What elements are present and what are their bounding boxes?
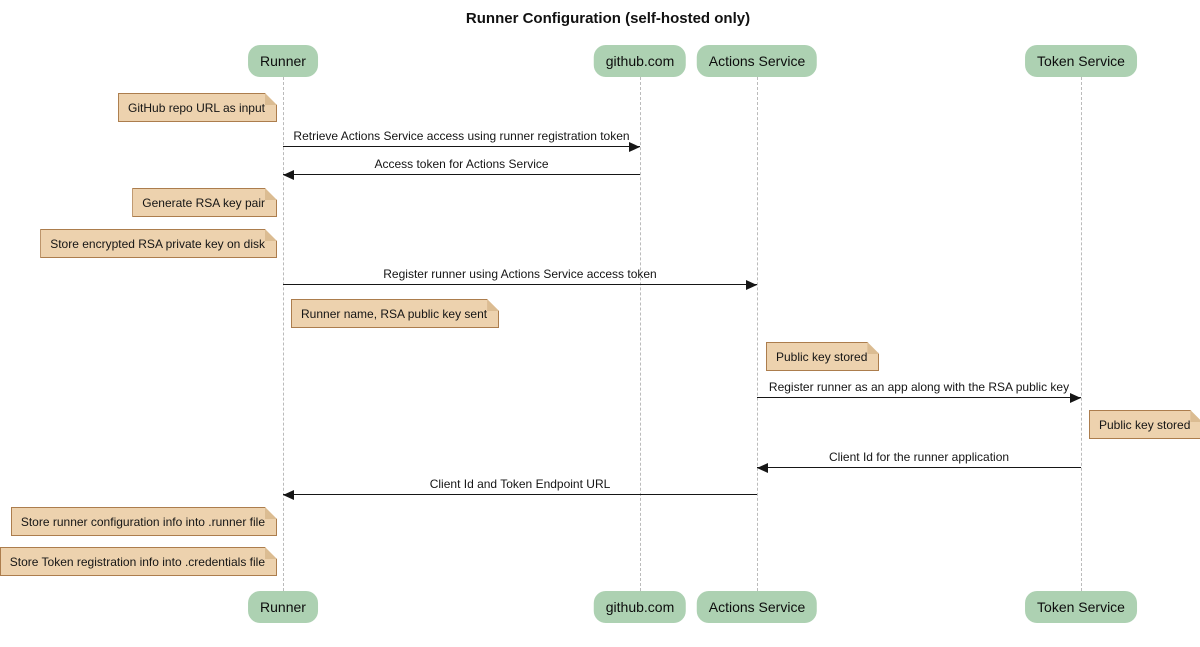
note-label: Store runner configuration info into .ru… xyxy=(20,514,265,529)
note-label: GitHub repo URL as input xyxy=(128,100,265,115)
note-fold-icon xyxy=(265,93,277,105)
participant-runner-bottom: Runner xyxy=(248,591,318,623)
lifeline-actions xyxy=(757,77,758,591)
note: Store Token registration info into .cred… xyxy=(0,547,277,576)
note-label: Generate RSA key pair xyxy=(142,195,265,210)
note-fold-icon xyxy=(265,507,277,519)
message-line xyxy=(283,494,757,495)
arrowhead-right-icon xyxy=(746,280,757,290)
participant-token-bottom: Token Service xyxy=(1025,591,1137,623)
note: Runner name, RSA public key sent xyxy=(291,299,499,328)
message-line xyxy=(757,397,1081,398)
message-label: Client Id for the runner application xyxy=(828,450,1010,464)
note-fold-icon xyxy=(265,188,277,200)
note: Store runner configuration info into .ru… xyxy=(11,507,277,536)
note-label: Public key stored xyxy=(776,349,868,364)
message-label: Register runner as an app along with the… xyxy=(768,380,1070,394)
message-line xyxy=(283,284,757,285)
participant-token-top: Token Service xyxy=(1025,45,1137,77)
message-label: Register runner using Actions Service ac… xyxy=(383,267,657,281)
participant-actions-bottom: Actions Service xyxy=(696,591,818,623)
lifeline-runner xyxy=(283,77,284,591)
message-label: Access token for Actions Service xyxy=(374,157,549,171)
arrowhead-right-icon xyxy=(1070,393,1081,403)
participant-actions-top: Actions Service xyxy=(696,45,818,77)
participant-runner-top: Runner xyxy=(248,45,318,77)
arrowhead-left-icon xyxy=(283,490,294,500)
note-fold-icon xyxy=(867,342,879,354)
message-line xyxy=(757,467,1081,468)
lifeline-github xyxy=(640,77,641,591)
note-fold-icon xyxy=(265,229,277,241)
lifeline-token xyxy=(1081,77,1082,591)
message-label: Client Id and Token Endpoint URL xyxy=(429,477,611,491)
arrowhead-left-icon xyxy=(283,170,294,180)
note: Public key stored xyxy=(766,342,879,371)
note: Store encrypted RSA private key on disk xyxy=(40,229,277,258)
note-fold-icon xyxy=(1190,410,1200,422)
diagram-title: Runner Configuration (self-hosted only) xyxy=(465,10,751,27)
note-label: Runner name, RSA public key sent xyxy=(301,306,488,321)
note: GitHub repo URL as input xyxy=(118,93,277,122)
message-line xyxy=(283,146,640,147)
note: Generate RSA key pair xyxy=(132,188,277,217)
note: Public key stored xyxy=(1089,410,1200,439)
participant-github-bottom: github.com xyxy=(593,591,687,623)
participant-github-top: github.com xyxy=(593,45,687,77)
note-label: Public key stored xyxy=(1099,417,1191,432)
note-label: Store encrypted RSA private key on disk xyxy=(50,236,265,251)
note-label: Store Token registration info into .cred… xyxy=(9,554,265,569)
arrowhead-right-icon xyxy=(629,142,640,152)
note-fold-icon xyxy=(265,547,277,559)
arrowhead-left-icon xyxy=(757,463,768,473)
message-label: Retrieve Actions Service access using ru… xyxy=(293,129,630,143)
note-fold-icon xyxy=(487,299,499,311)
message-line xyxy=(283,174,640,175)
